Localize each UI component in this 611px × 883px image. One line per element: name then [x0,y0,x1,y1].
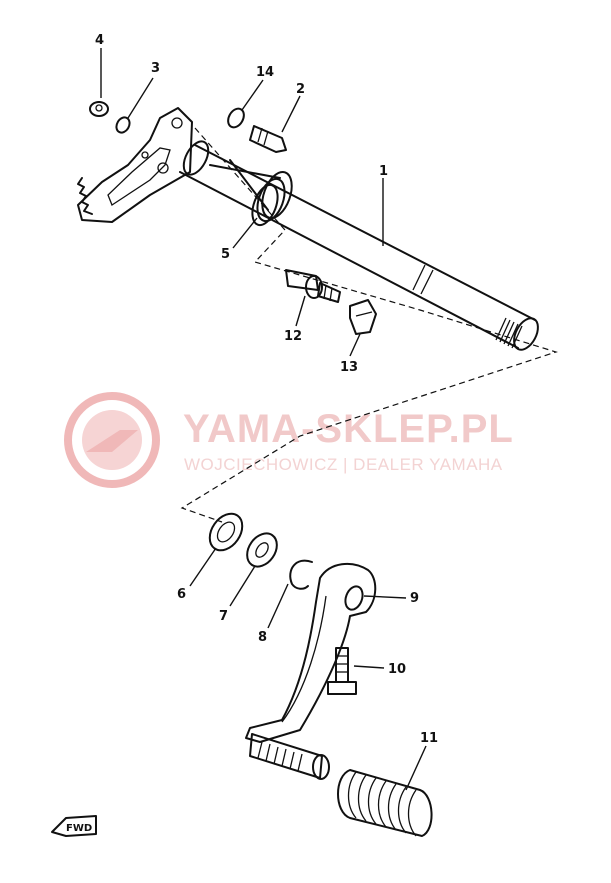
shift-arm-plate [77,107,210,223]
callout-4: 4 [95,33,104,48]
watermark-subtitle: WOJCIECHOWICZ | DEALER YAMAHA [184,455,503,474]
shift-shaft [179,144,539,351]
oil-seal-part-6 [208,512,244,552]
pedal-rubber-part-11 [337,769,433,837]
callout-5: 5 [221,247,230,262]
assembly-dashed-outline [180,127,558,523]
nut-part-13 [349,299,377,335]
pedal-peg [249,733,330,780]
callout-8: 8 [258,630,267,645]
bolt-part-2 [249,125,287,153]
ratchet-teeth [77,177,93,215]
callout-13: 13 [340,360,358,375]
callout-3: 3 [151,61,160,76]
nut-part-4 [89,101,109,117]
callout-11: 11 [420,731,438,746]
callout-1: 1 [379,164,388,179]
callout-7: 7 [219,609,228,624]
callout-6: 6 [177,587,186,602]
washer-part-14 [227,107,245,129]
callout-10: 10 [388,662,406,677]
callout-9: 9 [410,591,419,606]
shift-pedal-part-9 [245,562,377,743]
callouts: 4 3 14 2 1 5 12 13 6 7 8 9 10 11 [95,33,438,746]
watermark-title: YAMA-SKLEP.PL [183,407,514,451]
watermark-logo [64,392,160,488]
watermark: YAMA-SKLEP.PL WOJCIECHOWICZ | DEALER YAM… [64,392,514,488]
callout-14: 14 [256,65,274,80]
leader-lines [100,48,427,791]
shaft-spline [495,317,523,349]
fwd-label: FWD [66,823,92,834]
return-spring [209,159,293,227]
fwd-arrow: FWD [51,815,97,837]
washer-part-7 [246,532,278,568]
circlip-part-8 [289,559,313,590]
washer-part-3 [115,116,131,134]
stopper-bolt-part-12 [285,269,341,303]
bolt-part-10 [327,647,357,695]
callout-2: 2 [296,82,305,97]
callout-12: 12 [284,329,302,344]
